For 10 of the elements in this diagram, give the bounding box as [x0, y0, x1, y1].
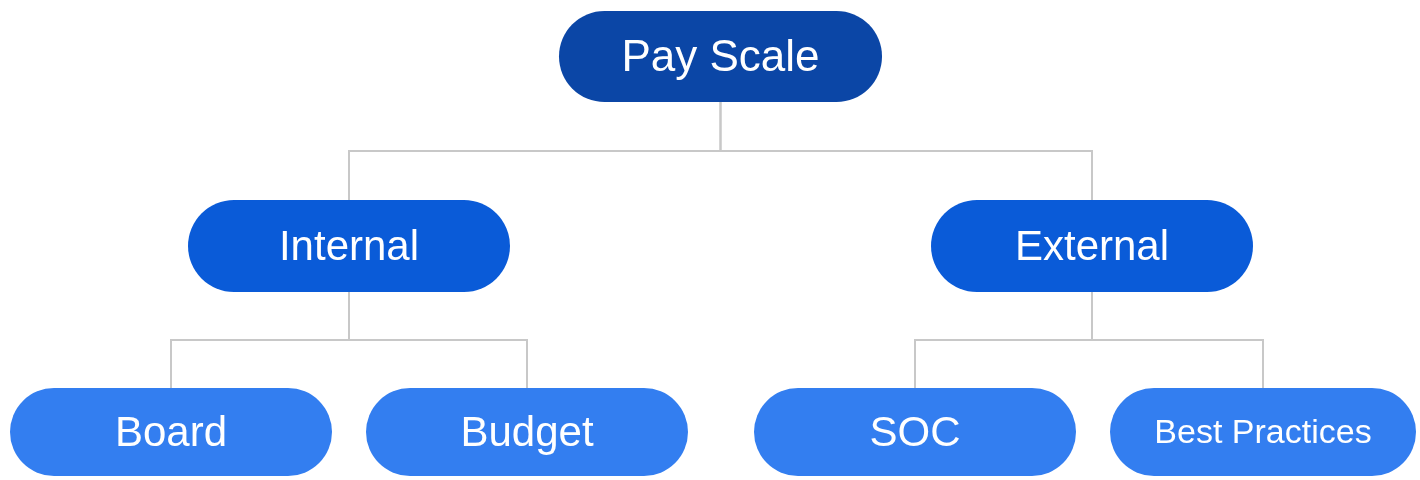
- node-label: Internal: [278, 223, 420, 269]
- connector-line: [348, 291, 528, 389]
- node-label: External: [1014, 223, 1170, 269]
- connector-line: [719, 101, 1093, 201]
- connector-line: [1091, 291, 1264, 389]
- node-label: Budget: [460, 409, 594, 455]
- node-label: SOC: [869, 409, 961, 455]
- node-label: Board: [114, 409, 228, 455]
- node-label: Best Practices: [1154, 414, 1372, 450]
- node-label: Pay Scale: [621, 33, 820, 80]
